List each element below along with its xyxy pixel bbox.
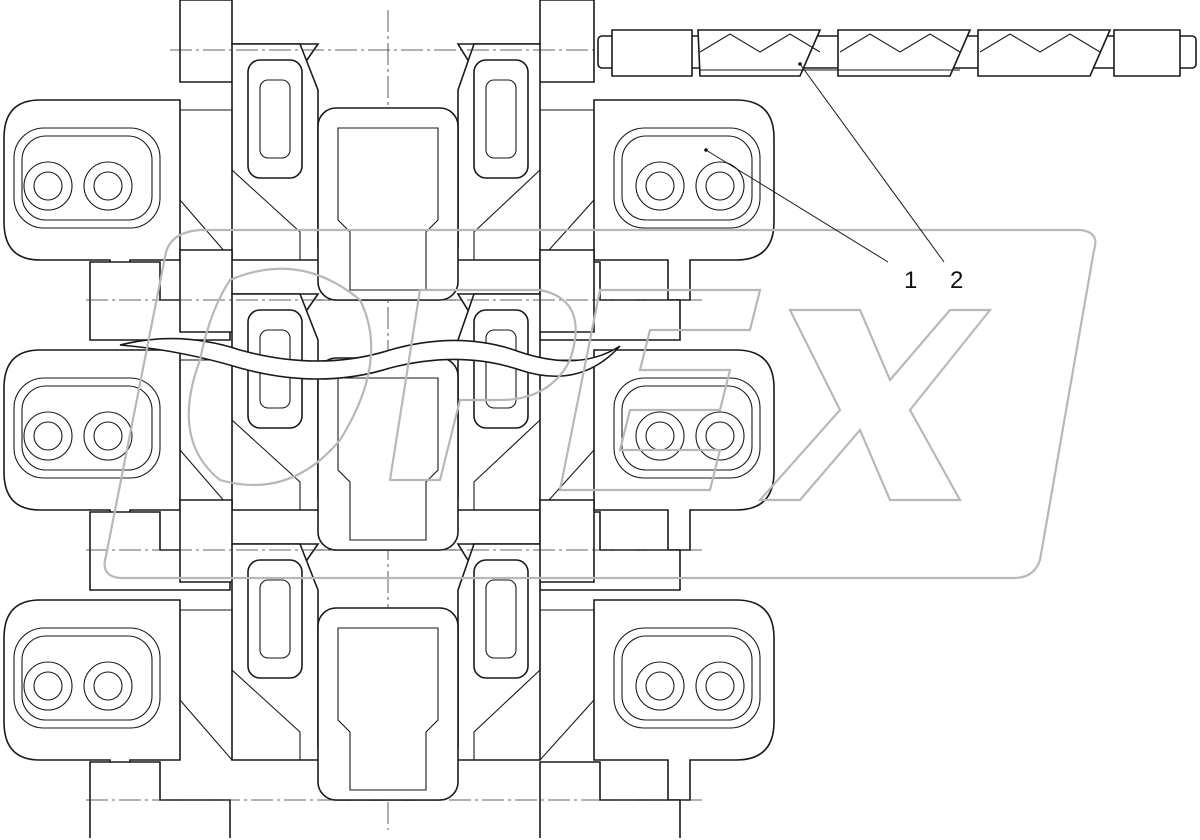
callout-2: 2 bbox=[950, 267, 963, 294]
watermark bbox=[103, 228, 1097, 580]
leader-line-2 bbox=[799, 63, 945, 263]
callout-1: 1 bbox=[904, 267, 917, 294]
leader-line-1 bbox=[705, 149, 889, 263]
track-pin bbox=[597, 29, 1197, 77]
